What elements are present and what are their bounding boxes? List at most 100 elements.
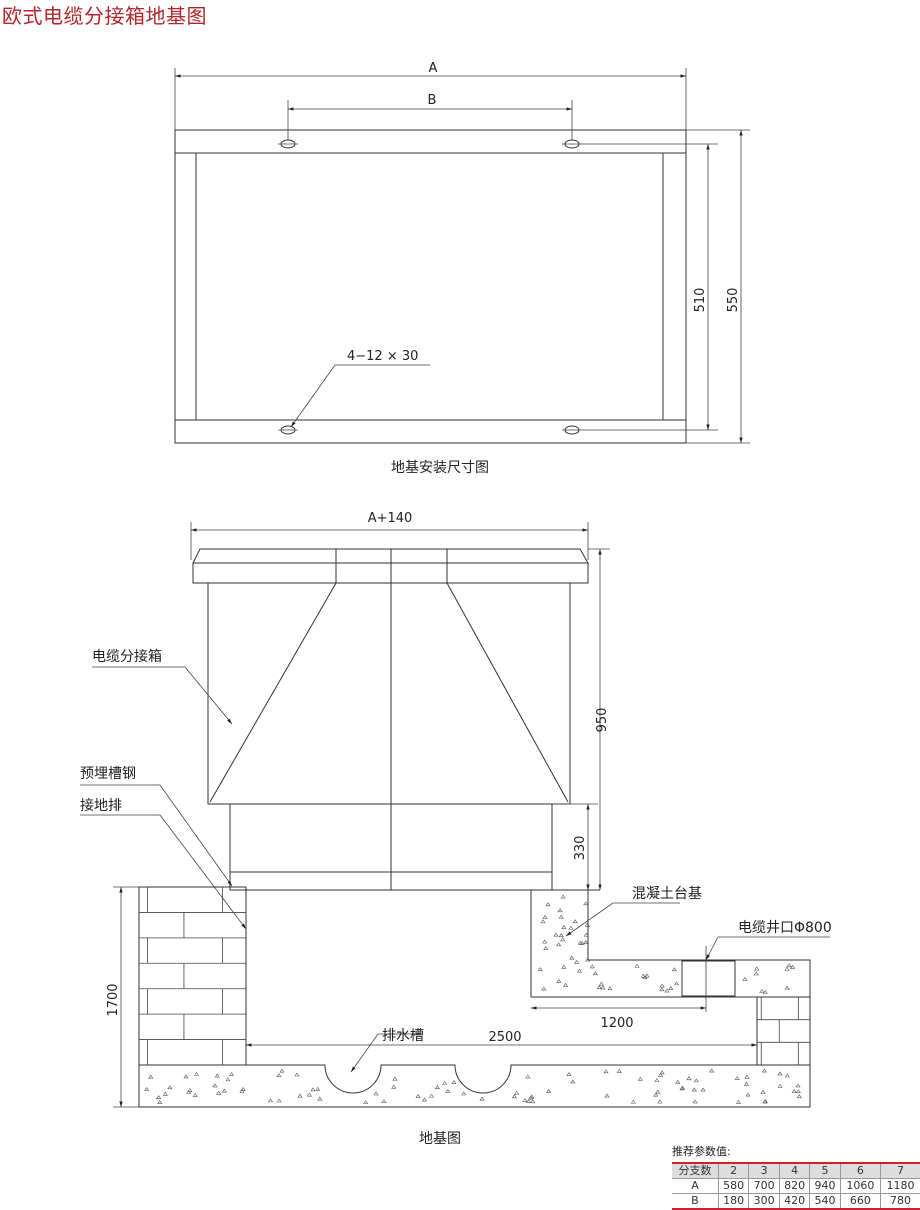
dim-330-label: 330 — [573, 836, 588, 861]
concrete-aggregate-mark — [653, 1092, 659, 1097]
plan-view: A B 510 550 4−12 × 30 地基安装尺寸图 — [174, 61, 750, 476]
concrete-aggregate-mark — [529, 1094, 535, 1099]
concrete-aggregate-mark — [657, 1099, 663, 1104]
concrete-aggregate-mark — [754, 966, 760, 971]
mounting-holes — [278, 139, 718, 435]
table-cell: 180 — [717, 1193, 750, 1209]
concrete-aggregate-mark — [659, 1070, 665, 1075]
concrete-aggregate-mark — [604, 1093, 610, 1098]
label-channel-steel: 预埋槽钢 — [80, 766, 136, 782]
table-cell: 700 — [748, 1178, 780, 1194]
brick-wall-left — [138, 886, 247, 1066]
concrete-aggregate-mark — [391, 1084, 397, 1089]
concrete-aggregate-mark — [569, 955, 575, 960]
concrete-aggregate-mark — [583, 940, 589, 944]
cable-branch-box — [192, 548, 600, 891]
concrete-aggregate-mark — [784, 966, 790, 971]
concrete-aggregate-mark — [315, 1086, 321, 1091]
concrete-aggregate-mark — [596, 985, 602, 990]
concrete-aggregate-mark — [585, 957, 591, 962]
concrete-aggregate-mark — [796, 1094, 802, 1099]
concrete-aggregate-mark — [212, 1083, 218, 1088]
table-cell: 780 — [879, 1193, 920, 1209]
params-table-title: 推荐参数值: — [672, 1145, 731, 1158]
concrete-aggregate-mark — [451, 1080, 457, 1084]
concrete-aggregate-mark — [221, 1088, 228, 1093]
concrete-aggregate-mark — [363, 1100, 369, 1105]
concrete-aggregate-mark — [557, 908, 563, 913]
concrete-aggregate-mark — [600, 985, 606, 990]
concrete-aggregate-mark — [560, 894, 566, 899]
concrete-aggregate-mark — [786, 963, 792, 968]
concrete-aggregate-mark — [791, 1089, 797, 1093]
plan-inner-frame — [195, 152, 664, 421]
dim-1700-label: 1700 — [106, 983, 121, 1016]
concrete-aggregate-mark — [392, 1076, 398, 1081]
concrete-aggregate-mark — [743, 1081, 750, 1086]
dim-a-label: A — [429, 61, 438, 76]
concrete-aggregate-mark — [692, 1099, 698, 1104]
dim-550-label: 550 — [726, 288, 741, 313]
plan-outer-frame — [174, 129, 687, 444]
table-cell: A — [672, 1178, 719, 1194]
concrete-aggregate-mark — [225, 1077, 231, 1082]
concrete-aggregate-mark — [553, 932, 559, 937]
params-table: 分支数 2 3 4 5 6 7 A 580 700 820 940 1060 1… — [672, 1162, 920, 1210]
concrete-aggregate-mark — [674, 981, 680, 986]
section-caption: 地基图 — [419, 1130, 461, 1147]
table-cell: 940 — [809, 1178, 841, 1194]
concrete-aggregate-mark — [541, 986, 547, 991]
table-cell: 1060 — [839, 1178, 881, 1194]
header-cell: 2 — [717, 1163, 750, 1179]
concrete-aggregate-mark — [148, 1074, 154, 1079]
table-cell: 660 — [839, 1193, 881, 1209]
concrete-aggregate-mark — [759, 988, 765, 993]
concrete-aggregate-mark — [294, 1072, 300, 1077]
concrete-aggregate-mark — [795, 1083, 801, 1088]
concrete-aggregate-mark — [630, 1099, 636, 1104]
concrete-aggregate-mark — [734, 1076, 740, 1080]
concrete-aggregate-mark — [570, 1079, 576, 1084]
concrete-aggregate-mark — [795, 1089, 801, 1094]
label-concrete-base: 混凝土台基 — [632, 885, 702, 902]
concrete-aggregate-mark — [761, 1068, 767, 1073]
concrete-aggregate-mark — [777, 1071, 783, 1076]
recommended-params: 推荐参数值: 分支数 2 3 4 5 6 7 A 580 700 820 940… — [672, 1143, 920, 1210]
concrete-aggregate-mark — [668, 986, 674, 990]
concrete-aggregate-mark — [373, 1091, 379, 1096]
ground-slab — [138, 1064, 811, 1108]
concrete-aggregate-mark — [228, 1071, 235, 1076]
plan-caption: 地基安装尺寸图 — [391, 459, 489, 476]
concrete-aggregate-mark — [577, 940, 583, 945]
concrete-aggregate-mark — [574, 959, 580, 964]
concrete-aggregate-mark — [664, 988, 670, 993]
page-title: 欧式电缆分接箱地基图 — [2, 4, 207, 28]
concrete-aggregate-mark — [760, 1089, 766, 1094]
concrete-aggregate-mark — [445, 1088, 451, 1093]
concrete-aggregate-mark — [156, 1095, 162, 1100]
concrete-aggregate-mark — [461, 1091, 467, 1096]
concrete-aggregate-mark — [655, 1089, 661, 1094]
concrete-aggregate-mark — [659, 983, 665, 988]
concrete-aggregate-mark — [193, 1071, 200, 1076]
concrete-aggregate-mark — [216, 1090, 222, 1095]
header-cell: 5 — [809, 1163, 841, 1179]
concrete-aggregate-mark — [558, 914, 564, 919]
concrete-aggregate-mark — [658, 1072, 664, 1077]
header-cell: 7 — [879, 1163, 920, 1179]
concrete-aggregate-mark — [558, 933, 564, 938]
concrete-aggregate-mark — [543, 945, 549, 950]
concrete-aggregate-mark — [537, 967, 543, 971]
dim-b-label: B — [428, 93, 437, 108]
holes-label: 4−12 × 30 — [347, 349, 418, 364]
concrete-aggregate-mark — [522, 1098, 528, 1102]
concrete-aggregate-mark — [240, 1087, 246, 1091]
concrete-aggregate-mark — [691, 1087, 697, 1092]
concrete-aggregate-mark — [310, 1087, 316, 1092]
concrete-aggregate-mark — [735, 1099, 742, 1104]
concrete-aggregate-mark — [381, 1099, 387, 1103]
concrete-aggregate-mark — [415, 1094, 421, 1098]
concrete-aggregate-mark — [784, 1073, 790, 1078]
concrete-aggregate-mark — [442, 1080, 448, 1085]
